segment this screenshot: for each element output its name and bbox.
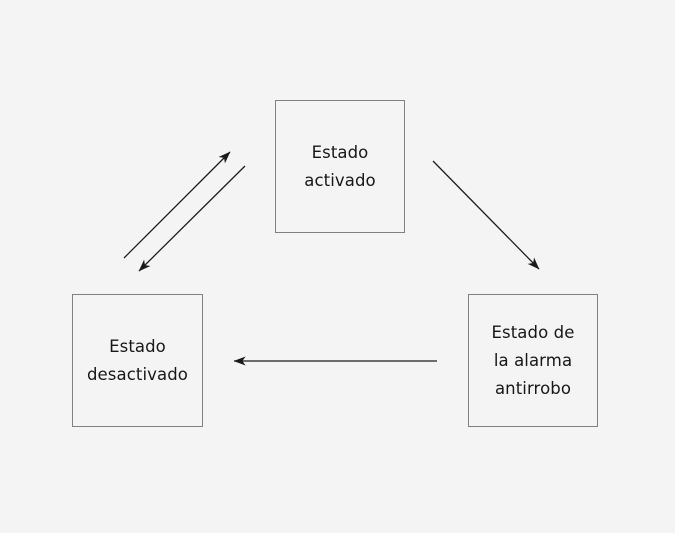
state-node-alarm[interactable]: Estado de la alarma antirrobo xyxy=(468,294,598,427)
edge-activated-to-deactivated xyxy=(138,165,246,272)
edge-deactivated-to-activated xyxy=(123,151,231,259)
state-node-alarm-label: Estado de la alarma antirrobo xyxy=(491,322,575,398)
state-node-activated[interactable]: Estado activado xyxy=(275,100,405,233)
state-node-deactivated[interactable]: Estado desactivado xyxy=(72,294,203,427)
state-node-activated-label: Estado activado xyxy=(304,142,376,190)
state-node-deactivated-label: Estado desactivado xyxy=(86,336,188,384)
edge-activated-to-alarm xyxy=(432,160,540,270)
